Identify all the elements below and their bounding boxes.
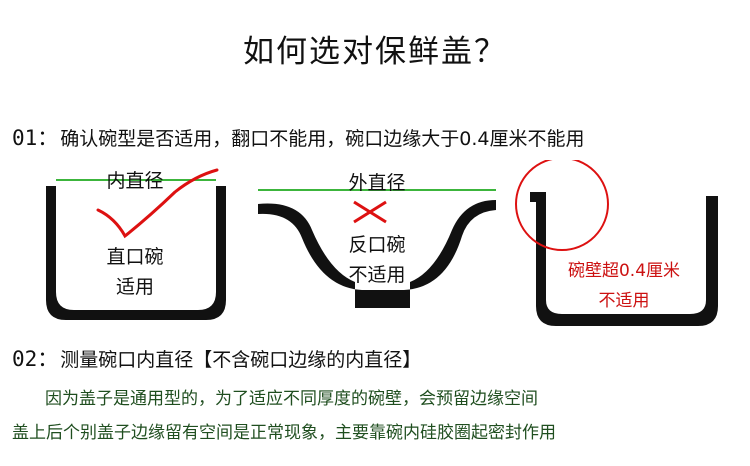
step-1-number: 01： [12,126,59,150]
red-check-mark [96,168,219,239]
inner-diameter-label: 内直径 [106,170,164,192]
flared-bowl-label: 反口碗 [348,234,406,256]
flared-bowl [258,189,496,308]
flared-bowl-verdict: 不适用 [348,264,406,286]
thick-rim-label: 碗壁超0.4厘米 [567,261,681,281]
bowl-illustrations [46,157,718,326]
thick-rim-bowl-outline [530,192,718,326]
outer-diameter-label: 外直径 [348,172,406,194]
step-1: 01：确认碗型是否适用，翻口不能用，碗口边缘大于0.4厘米不能用 [12,122,585,152]
thick-rim-verdict: 不适用 [598,291,650,311]
note-line-2: 盖上后个别盖子边缘留有空间是正常现象，主要靠碗内硅胶圈起密封作用 [12,423,556,443]
page-title: 如何选对保鲜盖？ [243,34,507,70]
note-line-1: 因为盖子是通用型的，为了适应不同厚度的碗壁，会预留边缘空间 [45,389,538,409]
step-2: 02：测量碗口内直径【不含碗口边缘的内直径】 [12,343,421,373]
straight-bowl [46,168,226,320]
red-cross-stroke-2 [353,200,387,224]
step-2-text: 测量碗口内直径【不含碗口边缘的内直径】 [60,349,422,371]
flared-bowl-outline [258,200,496,308]
straight-bowl-label: 直口碗 [106,246,164,268]
red-rim-circle [515,157,609,251]
straight-bowl-verdict: 适用 [115,276,154,298]
step-1-text: 确认碗型是否适用，翻口不能用，碗口边缘大于0.4厘米不能用 [60,128,585,150]
step-2-number: 02： [12,347,59,371]
bowl-diagram: 内直径 直口碗 适用 外直径 反口碗 不适用 碗壁超0.4厘米 不适用 [0,157,750,340]
